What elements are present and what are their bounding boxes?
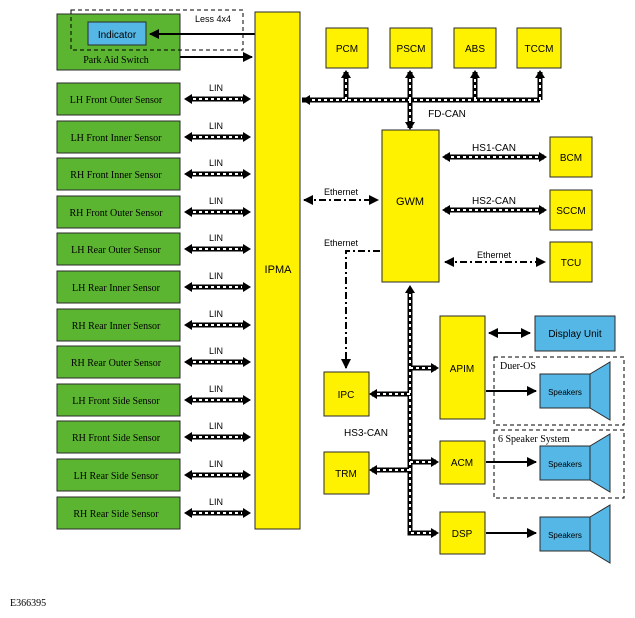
tcu-box xyxy=(549,241,593,283)
pcm-box xyxy=(325,27,369,69)
ipma-box xyxy=(254,11,301,530)
sccm-label: SCCM xyxy=(556,206,585,217)
six-speaker-label: 6 Speaker System xyxy=(498,434,570,445)
bcm-box xyxy=(549,136,593,178)
sensor-box xyxy=(56,420,181,454)
lin-label: LIN xyxy=(209,83,223,93)
sensor-label: RH Front Side Sensor xyxy=(72,433,161,444)
display-unit-label: Display Unit xyxy=(548,329,602,340)
speaker-box-3 xyxy=(539,516,591,552)
sensor-box xyxy=(56,383,181,417)
sccm-box xyxy=(549,189,593,231)
sensor-label: LH Front Side Sensor xyxy=(72,396,160,407)
apim-label: APIM xyxy=(450,364,474,375)
ipc-label: IPC xyxy=(338,390,355,401)
gwm-label: GWM xyxy=(396,196,424,208)
ethernet-label-3: Ethernet xyxy=(477,250,512,260)
abs-box xyxy=(453,27,497,69)
lin-label: LIN xyxy=(209,309,223,319)
hs3-can-label: HS3-CAN xyxy=(344,428,388,439)
speaker-cone-icon xyxy=(589,504,611,564)
duer-os-frame xyxy=(493,356,625,426)
gwm-box xyxy=(381,129,440,283)
sensor-label: LH Rear Inner Sensor xyxy=(72,283,161,294)
sensor-label: LH Rear Side Sensor xyxy=(74,471,159,482)
sensor-label: LH Front Inner Sensor xyxy=(71,133,162,144)
speaker-group-3: Speakers xyxy=(486,504,611,564)
sensor-box xyxy=(56,195,181,229)
abs-label: ABS xyxy=(465,44,485,55)
sensor-box xyxy=(56,82,181,116)
bcm-label: BCM xyxy=(560,153,582,164)
pscm-box xyxy=(389,27,433,69)
sensor-label: RH Front Inner Sensor xyxy=(70,170,162,181)
speakers-label-2: Speakers xyxy=(548,460,582,469)
hs1-can-label: HS1-CAN xyxy=(472,143,516,154)
sensor-label: LH Rear Outer Sensor xyxy=(71,245,161,256)
lin-label: LIN xyxy=(209,196,223,206)
sensor-label: RH Front Outer Sensor xyxy=(69,208,163,219)
speaker-cone-icon xyxy=(589,361,611,421)
sensor-box xyxy=(56,458,181,492)
ethernet-label-1: Ethernet xyxy=(324,187,359,197)
lin-label: LIN xyxy=(209,346,223,356)
trm-label: TRM xyxy=(335,469,357,480)
lin-label: LIN xyxy=(209,271,223,281)
sensor-label: LH Front Outer Sensor xyxy=(70,95,163,106)
acm-box xyxy=(439,440,486,485)
dsp-box xyxy=(439,511,486,555)
reference-code: E366395 xyxy=(10,598,46,609)
speaker-cone-icon xyxy=(589,433,611,493)
sensor-box xyxy=(56,345,181,379)
lin-label: LIN xyxy=(209,158,223,168)
dsp-label: DSP xyxy=(452,529,473,540)
sensor-box xyxy=(56,232,181,266)
speaker-group-1: Speakers xyxy=(486,361,611,421)
speakers-label-1: Speakers xyxy=(548,388,582,397)
fd-can-label: FD-CAN xyxy=(428,109,466,120)
tccm-label: TCCM xyxy=(525,44,554,55)
sensor-box xyxy=(56,157,181,191)
apim-box xyxy=(439,315,486,420)
acm-label: ACM xyxy=(451,458,473,469)
trm-box xyxy=(323,451,370,495)
lin-label: LIN xyxy=(209,233,223,243)
sensor-label: RH Rear Outer Sensor xyxy=(71,358,162,369)
pcm-label: PCM xyxy=(336,44,358,55)
lin-label: LIN xyxy=(209,421,223,431)
less-4x4-frame xyxy=(70,9,244,51)
less-4x4-label: Less 4x4 xyxy=(195,14,231,24)
pscm-label: PSCM xyxy=(397,44,426,55)
sensor-box xyxy=(56,308,181,342)
ethernet-gwm-ipc xyxy=(341,250,380,369)
ipma-label: IPMA xyxy=(265,264,293,276)
speaker-box-1 xyxy=(539,373,591,409)
duer-os-label: Duer-OS xyxy=(500,361,536,372)
indicator-label: Indicator xyxy=(98,30,137,41)
lin-label: LIN xyxy=(209,459,223,469)
indicator-box xyxy=(87,21,147,46)
six-speaker-frame xyxy=(493,429,625,499)
tccm-box xyxy=(516,27,562,69)
display-unit-box xyxy=(534,315,616,352)
park-aid-switch-label: Park Aid Switch xyxy=(83,55,149,66)
hs2-can-label: HS2-CAN xyxy=(472,196,516,207)
sensor-label: RH Rear Side Sensor xyxy=(73,509,159,520)
sensor-box xyxy=(56,270,181,304)
lin-label: LIN xyxy=(209,497,223,507)
ipc-box xyxy=(323,371,370,417)
hs3-can-bus xyxy=(372,290,436,536)
lin-label: LIN xyxy=(209,384,223,394)
ethernet-label-2: Ethernet xyxy=(324,238,359,248)
sensor-label: RH Rear Inner Sensor xyxy=(72,321,161,332)
tcu-label: TCU xyxy=(561,258,582,269)
lin-label: LIN xyxy=(209,121,223,131)
sensor-box xyxy=(56,496,181,530)
speakers-label-3: Speakers xyxy=(548,531,582,540)
sensor-box xyxy=(56,120,181,154)
speaker-group-2: Speakers xyxy=(486,433,611,493)
